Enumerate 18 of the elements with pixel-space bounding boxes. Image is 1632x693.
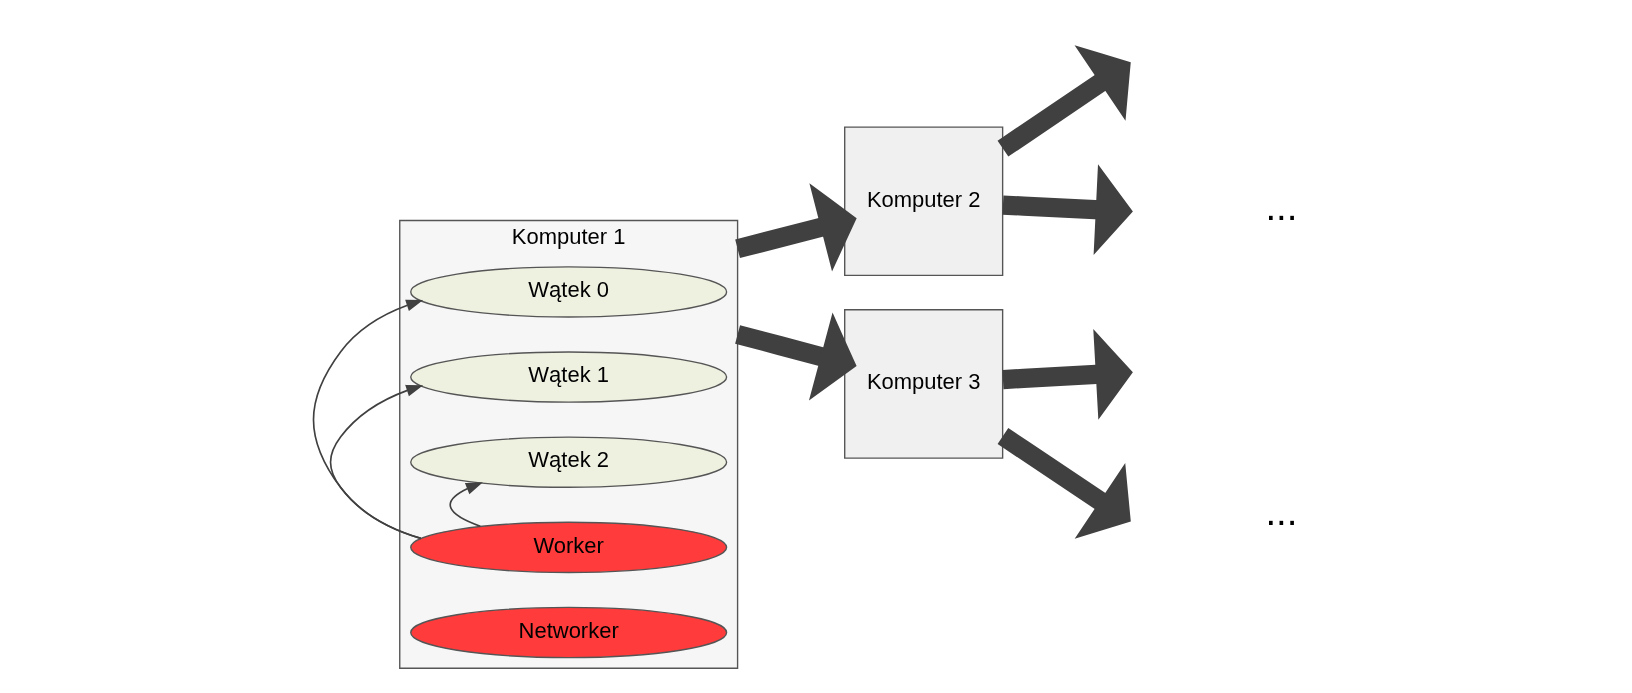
node-ellipse: Wątek 2 xyxy=(410,436,728,488)
arrow xyxy=(735,183,857,272)
node-ellipse: Worker xyxy=(410,521,728,574)
label: ... xyxy=(1265,490,1298,534)
arrow xyxy=(329,384,424,540)
node-ellipse: Wątek 1 xyxy=(410,351,728,403)
arrow xyxy=(997,45,1131,157)
node-box: Komputer 3 xyxy=(844,309,1004,459)
arrow xyxy=(312,299,424,540)
label: ... xyxy=(1265,185,1298,229)
arrow xyxy=(997,428,1131,539)
node-ellipse: Networker xyxy=(410,606,728,659)
node-ellipse: Wątek 0 xyxy=(410,266,728,318)
arrow xyxy=(735,312,857,401)
node-box: Komputer 2 xyxy=(844,126,1004,277)
arrow xyxy=(1002,164,1133,256)
arrow xyxy=(449,482,483,528)
arrow xyxy=(1002,328,1133,420)
